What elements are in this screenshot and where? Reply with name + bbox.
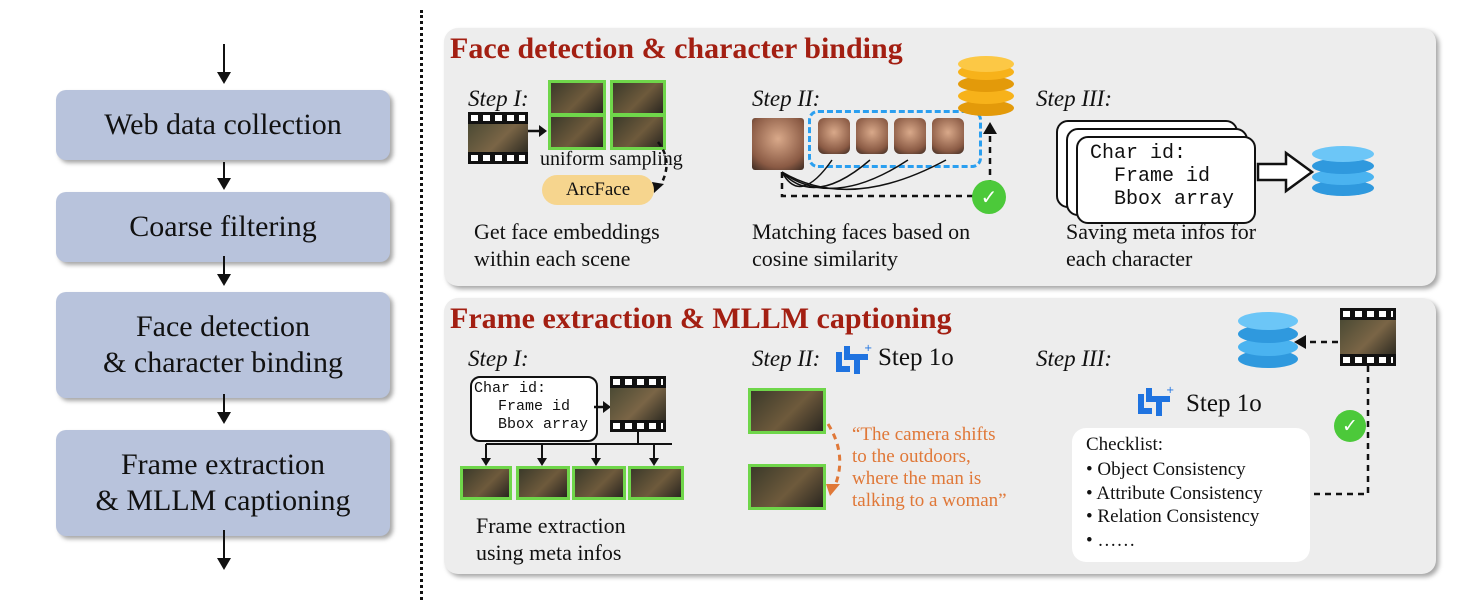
caption-line: each character (1066, 246, 1193, 271)
pipeline-box-coarse-filtering: Coarse filtering (56, 192, 390, 262)
step-label: Step I: (468, 86, 529, 111)
pipeline-arrow-out (217, 530, 231, 570)
pipeline-box-frame-extraction: Frame extraction & MLLM captioning (56, 430, 390, 536)
model-name: Step 1o (1186, 390, 1262, 417)
meta-char-id: Char id: (474, 380, 547, 397)
checklist-item: • Relation Consistency (1086, 506, 1260, 527)
film-clip-icon (610, 376, 666, 432)
arrow-to-film (594, 401, 611, 413)
quote-line: “The camera shifts (852, 424, 996, 445)
checklist-item: • …… (1086, 529, 1136, 551)
extracted-frame (628, 466, 684, 500)
candidate-face (932, 118, 964, 154)
extracted-frame (516, 466, 570, 500)
meta-bbox-array: Bbox array (1114, 188, 1235, 211)
caption-line: Saving meta infos for (1066, 219, 1257, 244)
candidate-face (894, 118, 926, 154)
matching-links (780, 122, 997, 198)
extracted-frame (460, 466, 512, 500)
check-icon: ✓ (972, 180, 1006, 214)
model-name: Step 1o (878, 344, 954, 371)
verification-links (1294, 335, 1370, 496)
quote-line: talking to a woman” (852, 490, 1007, 511)
sampled-frame (548, 114, 606, 150)
step-model-logo-icon: + (836, 343, 872, 374)
caption-flow-arrow (826, 423, 842, 496)
check-icon: ✓ (1334, 410, 1366, 442)
database-icon (1238, 312, 1298, 368)
caption-line: within each scene (474, 246, 631, 271)
arcface-label: ArcFace (565, 179, 631, 200)
arrow-to-arcface (652, 141, 668, 193)
step-label: Step II: (752, 86, 821, 111)
panel-face-detection (444, 28, 1436, 286)
checklist-items: • Object Consistency • Attribute Consist… (1086, 458, 1263, 552)
film-clip-icon (468, 112, 528, 164)
candidate-face (818, 118, 850, 154)
matched-faces-box (808, 110, 982, 168)
caption-line: Get face embeddings (474, 219, 660, 244)
checklist-item: • Object Consistency (1086, 459, 1246, 480)
step-label: Step III: (1036, 86, 1112, 111)
caption-line: Frame extraction (476, 513, 626, 538)
arrow-to-frames (528, 125, 547, 137)
pipeline-label: Coarse filtering (129, 210, 317, 243)
panel-title: Frame extraction & MLLM captioning (450, 302, 952, 335)
meta-card (1076, 136, 1256, 224)
caption-line: Matching faces based on (752, 219, 971, 244)
step-label: Step III: (1036, 346, 1112, 371)
checklist-title: Checklist: (1086, 434, 1164, 455)
candidate-face (856, 118, 888, 154)
sampled-frame (610, 114, 666, 150)
save-arrow (1256, 150, 1315, 194)
extracted-frame (572, 466, 626, 500)
pipeline-label: & MLLM captioning (95, 484, 351, 517)
meta-char-id: Char id: (1090, 142, 1187, 165)
caption-line: using meta infos (476, 540, 622, 565)
uniform-sampling-label: uniform sampling (540, 148, 683, 170)
meta-frame-id: Frame id (1114, 165, 1211, 188)
database-icon (1312, 146, 1374, 196)
query-face (752, 118, 804, 170)
pipeline-arrow (217, 162, 231, 190)
pipeline-label: Frame extraction (120, 448, 326, 481)
sampled-frame (548, 80, 606, 116)
arcface-pill: ArcFace (542, 175, 654, 205)
panel-title: Face detection & character binding (450, 32, 903, 65)
caption-frame (748, 388, 826, 434)
svg-text:+: + (864, 343, 872, 354)
sampled-frame (610, 80, 666, 116)
quote-line: where the man is (852, 468, 982, 489)
caption-quote: “The camera shifts to the outdoors, wher… (852, 424, 1022, 512)
meta-bbox-array: Bbox array (498, 416, 589, 433)
caption-line: cosine similarity (752, 246, 899, 271)
pipeline-arrow (217, 394, 231, 424)
checklist-box (1072, 428, 1310, 562)
checklist-item: • Attribute Consistency (1086, 482, 1263, 504)
pipeline-arrow (217, 256, 231, 286)
step-label: Step I: (468, 346, 529, 371)
step-label: Step II: (752, 346, 821, 371)
svg-text:+: + (1166, 385, 1174, 396)
section-divider (420, 10, 423, 600)
pipeline-label: Web data collection (104, 108, 342, 141)
pipeline-label: Face detection (135, 310, 311, 343)
pipeline-arrow-in (217, 44, 231, 84)
meta-card (470, 376, 598, 442)
pipeline-label: & character binding (103, 346, 343, 379)
pipeline-box-face-detection: Face detection & character binding (56, 292, 390, 398)
pipeline-box-web-data-collection: Web data collection (56, 90, 390, 160)
film-clip-icon (1340, 308, 1396, 366)
quote-line: to the outdoors, (852, 446, 971, 467)
database-icon (958, 56, 1014, 118)
extraction-tree (481, 432, 672, 466)
meta-frame-id: Frame id (498, 398, 571, 415)
caption-frame (748, 464, 826, 510)
step-model-logo-icon: + (1138, 385, 1174, 416)
